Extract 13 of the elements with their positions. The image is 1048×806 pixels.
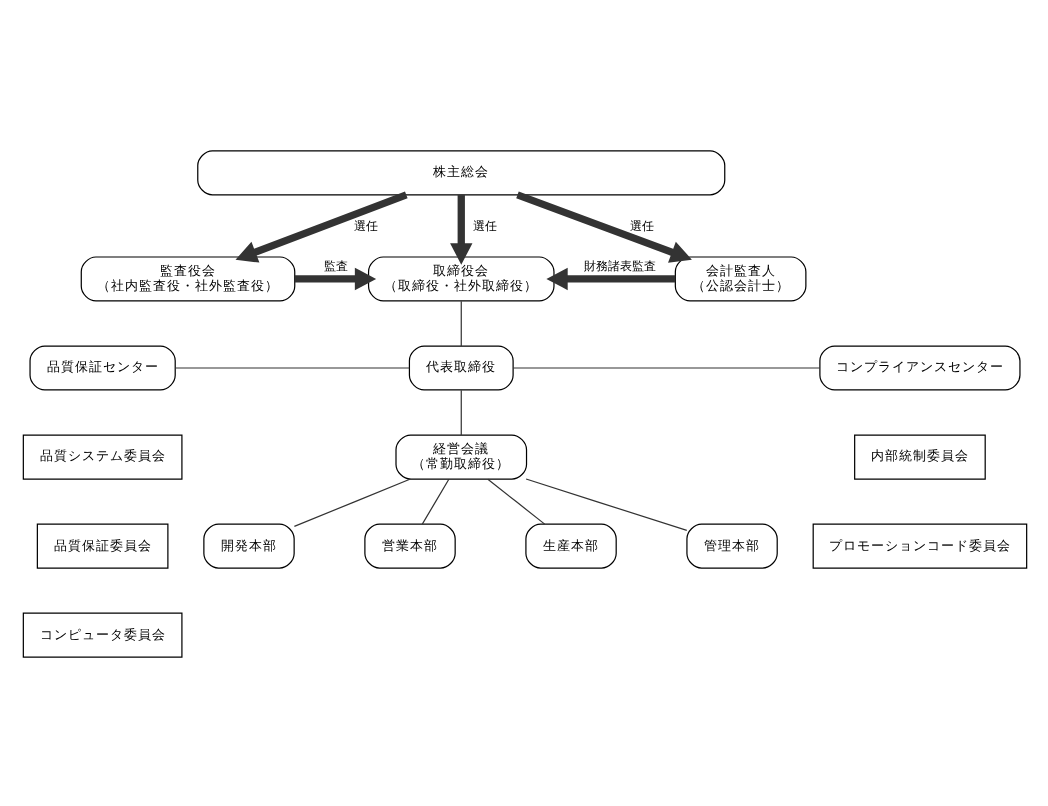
arrow <box>515 190 691 262</box>
connector <box>459 388 461 435</box>
arrow <box>234 190 407 262</box>
connector <box>524 477 687 530</box>
connector <box>486 477 545 524</box>
connector <box>420 477 449 524</box>
connector <box>459 299 461 346</box>
connector <box>173 366 409 368</box>
arrow <box>449 194 472 264</box>
connector <box>511 366 820 368</box>
arrow <box>293 266 376 290</box>
arrow <box>545 266 675 290</box>
connector <box>292 477 411 526</box>
